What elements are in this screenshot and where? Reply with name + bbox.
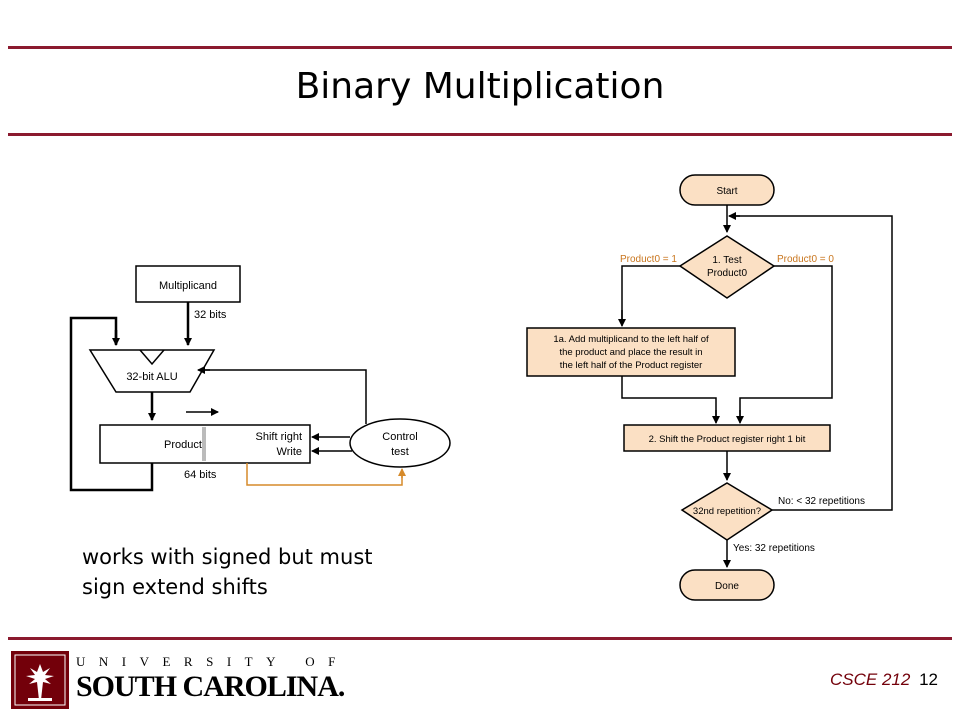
step1a-to-step2-path <box>621 376 717 420</box>
university-of-text: UNIVERSITY OF <box>76 654 349 669</box>
multiplicand-box <box>135 265 241 303</box>
alu-shape <box>88 349 216 393</box>
step1a-line1: 1a. Add multiplicand to the left half of <box>553 334 709 345</box>
alu-label: 32-bit ALU <box>126 371 177 383</box>
bits64-label: 64 bits <box>184 469 217 481</box>
product-label: Product <box>164 439 202 451</box>
bits32-label: 32 bits <box>194 309 227 321</box>
slide-note: works with signed but must sign extend s… <box>82 542 373 602</box>
rep-test-label: 32nd repetition? <box>693 506 761 517</box>
product0-to-control-path <box>246 463 403 486</box>
done-terminal <box>679 569 775 601</box>
footer-course: CSCE 212 12 <box>830 670 938 690</box>
flowchart: Start 1. Test Product0 Product0 = 1 Prod… <box>526 174 893 601</box>
no-loop-path <box>730 215 893 511</box>
footer-rule <box>8 637 952 640</box>
multiplicand-label: Multiplicand <box>159 280 217 292</box>
header-rule-top <box>8 46 952 49</box>
page-number: 12 <box>919 670 938 689</box>
start-label: Start <box>716 186 737 197</box>
step1a-line2: the product and place the result in <box>559 347 702 358</box>
alu-notch <box>139 349 165 366</box>
step1a-box <box>526 327 736 377</box>
header-rule-bottom <box>8 133 952 136</box>
step2-box <box>623 424 831 452</box>
slide-title: Binary Multiplication <box>295 66 665 107</box>
write-label: Write <box>277 446 302 458</box>
university-logo: UNIVERSITY OF SOUTH CAROLINA. <box>10 650 345 710</box>
palmetto-seal-icon <box>11 651 69 709</box>
south-carolina-text: SOUTH CAROLINA. <box>76 670 345 703</box>
product0-eq0-label: Product0 = 0 <box>777 254 834 265</box>
control-test-ellipse <box>349 418 451 468</box>
step2-label: 2. Shift the Product register right 1 bi… <box>649 434 806 445</box>
eq1-path <box>621 265 680 324</box>
eq0-path <box>739 265 833 420</box>
yes-label: Yes: 32 repetitions <box>733 543 815 554</box>
product0-eq1-label: Product0 = 1 <box>620 254 677 265</box>
test-label: test <box>391 446 409 458</box>
hardware-diagram: Multiplicand 32 bits 32-bit ALU Product … <box>69 265 451 492</box>
no-label: No: < 32 repetitions <box>778 496 865 507</box>
test-label: 1. Test <box>712 255 741 266</box>
shift-right-label: Shift right <box>256 431 302 443</box>
control-label: Control <box>382 431 417 443</box>
product-feedback-path <box>69 316 154 492</box>
note-line-2: sign extend shifts <box>82 575 268 599</box>
course-code: CSCE 212 <box>830 670 911 689</box>
test-product0-label: Product0 <box>707 268 747 279</box>
done-label: Done <box>715 581 739 592</box>
test-product0-decision <box>678 235 776 299</box>
control-to-alu-path <box>202 369 367 424</box>
note-line-1: works with signed but must <box>82 545 373 569</box>
step1a-line3: the left half of the Product register <box>560 360 703 371</box>
